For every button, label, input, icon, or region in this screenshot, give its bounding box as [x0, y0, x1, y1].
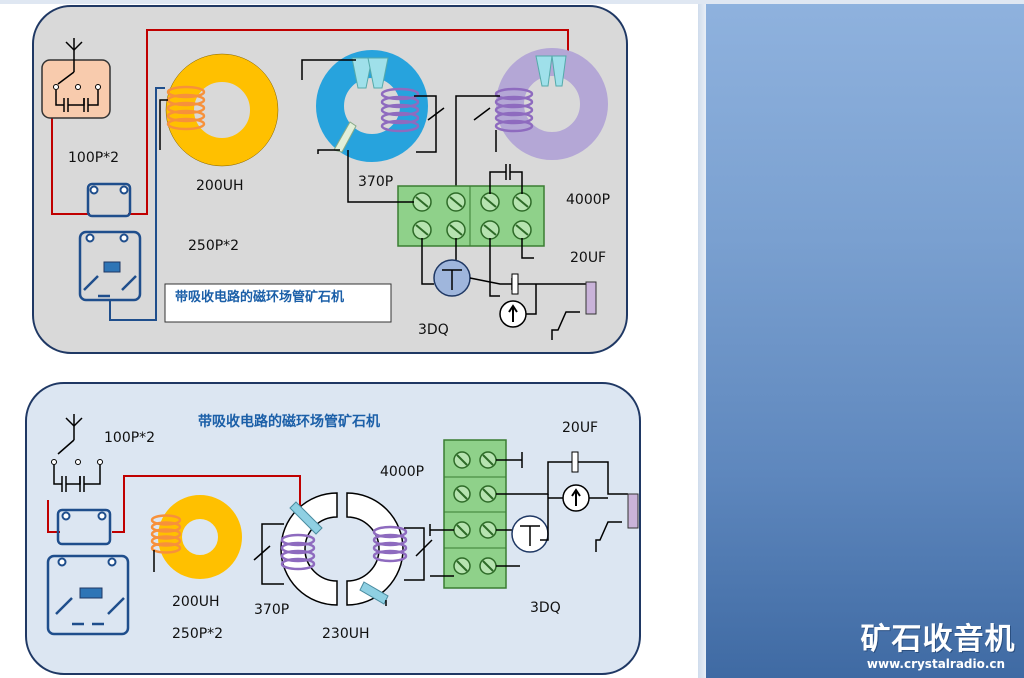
top-label-100p: 100P*2	[68, 150, 119, 166]
top-title: 带吸收电路的磁环场管矿石机	[175, 289, 344, 305]
top-label-370p: 370P	[358, 174, 393, 190]
top-title-box	[164, 283, 392, 323]
top-label-4000p: 4000P	[566, 192, 610, 208]
background-panel	[706, 0, 1024, 678]
top-strip	[0, 0, 1024, 4]
brand-logo-text: 矿石收音机	[860, 622, 1016, 657]
bottom-transistor	[511, 494, 549, 553]
bottom-label-20uf: 20UF	[562, 420, 598, 436]
bottom-red-wire-2	[112, 475, 301, 533]
top-toroid-200uh	[159, 53, 279, 167]
bottom-variable-capacitor	[46, 508, 130, 636]
bottom-antenna-switch	[51, 414, 103, 492]
bottom-toroid-230uh	[253, 492, 433, 606]
top-toroid-lavender	[455, 48, 608, 200]
bottom-label-250p: 250P*2	[172, 626, 223, 642]
bottom-title: 带吸收电路的磁环场管矿石机	[198, 413, 380, 430]
bottom-label-4000p: 4000P	[380, 464, 424, 480]
top-transistor	[433, 259, 512, 297]
bottom-toroid-200uh	[150, 495, 242, 579]
top-antenna-switch	[41, 38, 111, 119]
bottom-terminal-block	[429, 439, 566, 589]
top-variable-capacitor	[78, 87, 165, 321]
bottom-label-3dq: 3DQ	[530, 600, 561, 616]
top-label-200uh: 200UH	[196, 178, 244, 194]
top-label-20uf: 20UF	[570, 250, 606, 266]
bottom-label-200uh: 200UH	[172, 594, 220, 610]
top-output-stage	[499, 273, 597, 340]
top-terminal-block	[347, 150, 545, 297]
bottom-diagram: 带吸收电路的磁环场管矿石机	[25, 382, 641, 675]
bottom-output-stage	[548, 451, 639, 552]
top-red-wire	[51, 200, 90, 215]
top-label-250p: 250P*2	[188, 238, 239, 254]
slide-border	[698, 0, 706, 678]
bottom-red-wire	[47, 500, 60, 533]
top-label-3dq: 3DQ	[418, 322, 449, 338]
bottom-label-100p: 100P*2	[104, 430, 155, 446]
top-toroid-cyan	[301, 50, 445, 162]
brand-url: www.crystalradio.cn	[866, 657, 1006, 671]
bottom-label-370p: 370P	[254, 602, 289, 618]
top-diagram: 带吸收电路的磁环场管矿石机 100P*2 200UH 370P 4000P 25…	[32, 5, 628, 354]
top-red-wire-2	[128, 29, 569, 215]
bottom-label-230uh: 230UH	[322, 626, 370, 642]
